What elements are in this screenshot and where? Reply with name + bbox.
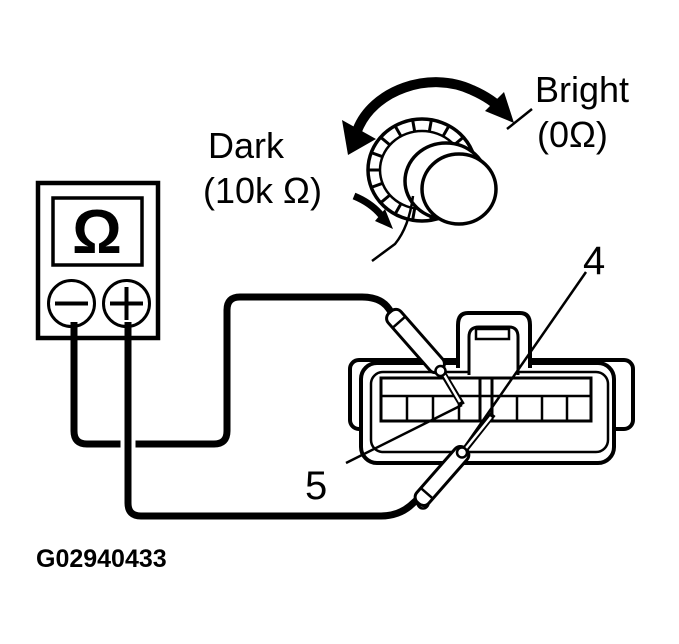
connector	[348, 311, 635, 465]
small-rotation-arrow-icon	[352, 192, 393, 229]
knob-cap-face	[420, 152, 498, 226]
negative-terminal-icon	[47, 279, 96, 328]
rheostat-dial	[342, 77, 533, 263]
terminal-5-leader-line	[345, 403, 463, 465]
connector-lock-tab	[456, 311, 532, 375]
positive-test-lead-wire	[124, 322, 423, 520]
dark-label: Dark	[208, 125, 285, 166]
bright-leader-line	[506, 108, 533, 130]
terminal-5-label: 5	[305, 464, 327, 508]
ohm-symbol: Ω	[72, 198, 122, 267]
bright-value-label: (0Ω)	[537, 114, 608, 155]
terminal-4-leader-line	[457, 271, 588, 456]
test-probe-lower	[413, 411, 496, 510]
ohmmeter: Ω	[35, 180, 161, 341]
dial-pointer-line	[371, 195, 415, 263]
rotation-arrow-icon	[342, 77, 514, 155]
probe-neck	[434, 364, 447, 378]
test-probe-upper	[385, 307, 465, 407]
figure-id: G02940433	[36, 545, 167, 573]
probe-neck	[455, 446, 469, 459]
dark-value-label: (10k Ω)	[203, 170, 322, 211]
ohmmeter-display	[51, 196, 144, 267]
terminal-4-label: 4	[583, 239, 605, 283]
positive-terminal-icon	[102, 279, 151, 328]
bright-label: Bright	[535, 69, 629, 110]
negative-test-lead-wire	[70, 293, 396, 448]
